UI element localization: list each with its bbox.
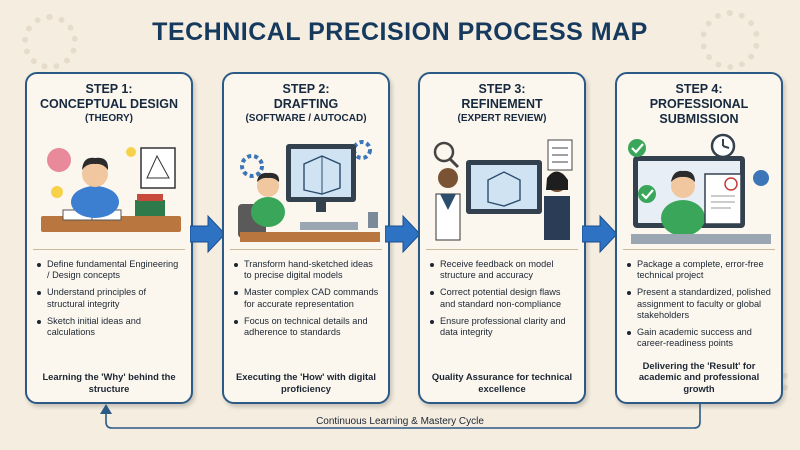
list-item: Focus on technical details and adherence… (234, 316, 380, 338)
step-card-3: STEP 3: REFINEMENT (EXPERT REVIEW) Recei… (418, 72, 586, 404)
list-item: Present a standardized, polished assignm… (627, 287, 773, 321)
step-header: STEP 3: REFINEMENT (EXPERT REVIEW) (420, 74, 584, 130)
list-item: Package a complete, error-free technical… (627, 259, 773, 281)
step-bullets: Package a complete, error-free technical… (617, 250, 781, 349)
step-card-1: STEP 1: CONCEPTUAL DESIGN (THEORY) Defin… (25, 72, 193, 404)
step-number: STEP 1: (85, 82, 133, 96)
step-name: DRAFTING (273, 97, 339, 111)
step-name: CONCEPTUAL DESIGN (40, 97, 178, 111)
page-title: TECHNICAL PRECISION PROCESS MAP (152, 18, 648, 46)
list-item: Sketch initial ideas and calculations (37, 316, 183, 338)
step-bullets: Define fundamental Engineering / Design … (27, 250, 191, 338)
arrow-right-icon (582, 214, 618, 254)
arrowhead-up-icon (100, 404, 112, 414)
step-bullets: Transform hand-sketched ideas to precise… (224, 250, 388, 338)
list-item: Understand principles of structural inte… (37, 287, 183, 309)
step-number: STEP 4: (675, 82, 723, 96)
step-subtitle: (EXPERT REVIEW) (457, 113, 547, 124)
list-item: Ensure professional clarity and data int… (430, 316, 576, 338)
step-name: REFINEMENT (461, 97, 543, 111)
list-item: Receive feedback on model structure and … (430, 259, 576, 281)
background-gear-icon (700, 10, 760, 70)
step-number: STEP 2: (282, 82, 330, 96)
list-item: Gain academic success and career-readine… (627, 327, 773, 349)
expert-review-icon (426, 130, 578, 250)
step-card-2: STEP 2: DRAFTING (SOFTWARE / AUTOCAD) Tr… (222, 72, 390, 404)
list-item: Master complex CAD commands for accurate… (234, 287, 380, 309)
background-gear-icon (22, 14, 78, 70)
step-bullets: Receive feedback on model structure and … (420, 250, 584, 338)
step-header: STEP 1: CONCEPTUAL DESIGN (THEORY) (27, 74, 191, 130)
cycle-label: Continuous Learning & Mastery Cycle (305, 416, 495, 427)
student-sketching-icon (33, 130, 185, 250)
step-header: STEP 4: PROFESSIONAL SUBMISSION (617, 74, 781, 130)
step-summary: Executing the 'How' with digital profici… (236, 371, 376, 394)
graded-submission-icon (623, 130, 775, 250)
step-name: PROFESSIONAL (649, 97, 749, 111)
arrow-right-icon (190, 214, 226, 254)
step-summary: Delivering the 'Result' for academic and… (638, 359, 760, 394)
list-item: Transform hand-sketched ideas to precise… (234, 259, 380, 281)
list-item: Define fundamental Engineering / Design … (37, 259, 183, 281)
cad-workstation-icon (230, 130, 382, 250)
step-card-4: STEP 4: PROFESSIONAL SUBMISSION P (615, 72, 783, 404)
step-header: STEP 2: DRAFTING (SOFTWARE / AUTOCAD) (224, 74, 388, 130)
step-subtitle: SUBMISSION (659, 112, 739, 126)
arrow-right-icon (385, 214, 421, 254)
step-subtitle: (SOFTWARE / AUTOCAD) (245, 113, 367, 124)
step-subtitle: (THEORY) (85, 113, 133, 124)
step-number: STEP 3: (478, 82, 526, 96)
list-item: Correct potential design flaws and stand… (430, 287, 576, 309)
step-summary: Learning the 'Why' behind the structure (42, 371, 176, 394)
step-summary: Quality Assurance for technical excellen… (431, 371, 573, 394)
